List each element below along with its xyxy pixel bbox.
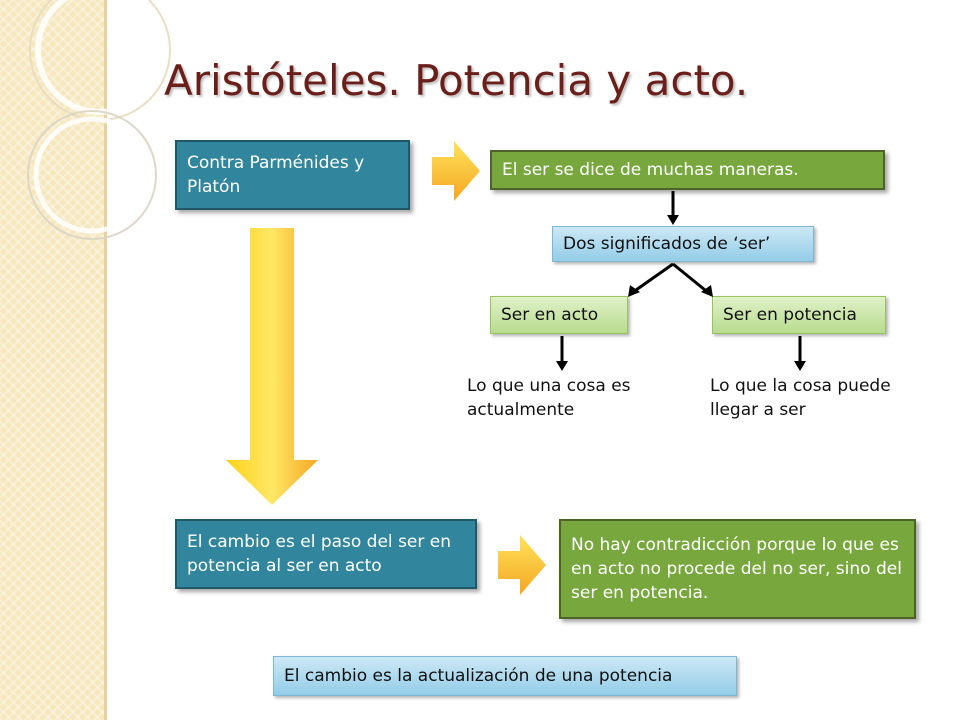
node-actualizacion-text: El cambio es la actualización de una pot… (284, 666, 673, 686)
desc-ser-en-acto-text: Lo que una cosa es actualmente (467, 376, 631, 420)
node-no-contradiccion-text: No hay contradicción porque lo que es en… (571, 535, 902, 603)
connector-arrowheads (556, 215, 806, 371)
node-ser-en-acto: Ser en acto (490, 296, 628, 334)
node-ser-en-potencia-text: Ser en potencia (723, 305, 857, 325)
node-cambio-paso: El cambio es el paso del ser en potencia… (175, 519, 477, 589)
desc-ser-en-acto: Lo que una cosa es actualmente (467, 374, 667, 422)
arrow-right-top (432, 141, 480, 201)
node-ser-en-acto-text: Ser en acto (501, 305, 599, 325)
desc-ser-en-potencia: Lo que la cosa puede llegar a ser (710, 374, 925, 422)
node-ser-en-potencia: Ser en potencia (712, 296, 886, 334)
node-ser-se-dice-text: El ser se dice de muchas maneras. (502, 160, 799, 180)
desc-ser-en-potencia-text: Lo que la cosa puede llegar a ser (710, 376, 891, 420)
sidebar-edge (104, 0, 107, 720)
arrow-down-large (226, 228, 318, 505)
node-contra-parmenides: Contra Parménides y Platón (175, 140, 410, 210)
node-contra-parmenides-text: Contra Parménides y Platón (187, 153, 365, 197)
connector-lines (560, 191, 802, 362)
node-dos-significados: Dos significados de ‘ser’ (552, 226, 814, 262)
node-no-contradiccion: No hay contradicción porque lo que es en… (559, 519, 916, 619)
node-cambio-paso-text: El cambio es el paso del ser en potencia… (187, 532, 452, 576)
arrow-right-bottom (498, 535, 546, 595)
node-actualizacion: El cambio es la actualización de una pot… (273, 656, 737, 696)
decorative-circles (27, 0, 171, 240)
page-title: Aristóteles. Potencia y acto. (164, 56, 749, 105)
node-dos-significados-text: Dos significados de ‘ser’ (563, 234, 771, 254)
node-ser-se-dice: El ser se dice de muchas maneras. (490, 150, 885, 190)
